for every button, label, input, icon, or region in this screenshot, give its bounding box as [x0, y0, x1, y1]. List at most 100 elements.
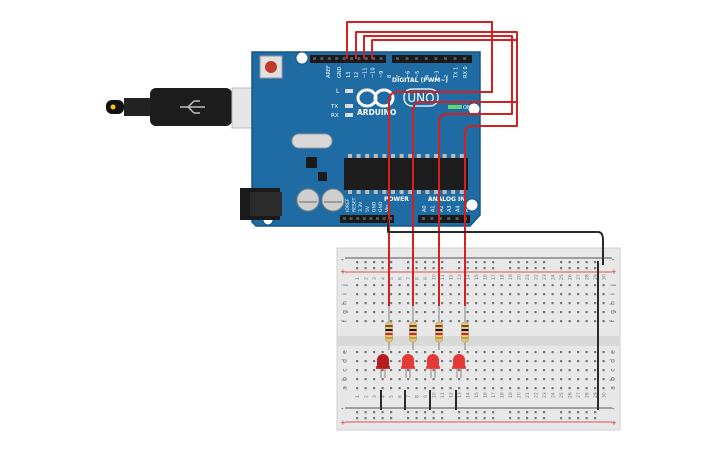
breadboard-hole[interactable] — [432, 378, 435, 381]
header-hole[interactable] — [434, 57, 438, 60]
breadboard-hole[interactable] — [458, 411, 461, 414]
breadboard-hole[interactable] — [381, 369, 384, 372]
breadboard-hole[interactable] — [390, 261, 393, 264]
breadboard-hole[interactable] — [594, 302, 597, 305]
breadboard-hole[interactable] — [551, 284, 554, 287]
breadboard-hole[interactable] — [449, 284, 452, 287]
breadboard-hole[interactable] — [475, 261, 478, 264]
breadboard-hole[interactable] — [585, 378, 588, 381]
breadboard-hole[interactable] — [577, 261, 580, 264]
breadboard-hole[interactable] — [466, 320, 469, 323]
breadboard-hole[interactable] — [424, 387, 427, 390]
breadboard-hole[interactable] — [602, 320, 605, 323]
breadboard-hole[interactable] — [390, 267, 393, 270]
breadboard-hole[interactable] — [500, 284, 503, 287]
resistor[interactable] — [385, 306, 393, 350]
breadboard-hole[interactable] — [356, 369, 359, 372]
breadboard-hole[interactable] — [483, 351, 486, 354]
breadboard-hole[interactable] — [381, 293, 384, 296]
breadboard-hole[interactable] — [551, 311, 554, 314]
breadboard-hole[interactable] — [551, 360, 554, 363]
breadboard-hole[interactable] — [577, 320, 580, 323]
breadboard-hole[interactable] — [551, 387, 554, 390]
breadboard-hole[interactable] — [577, 417, 580, 420]
breadboard-hole[interactable] — [398, 369, 401, 372]
breadboard-hole[interactable] — [594, 378, 597, 381]
breadboard-hole[interactable] — [458, 387, 461, 390]
breadboard-hole[interactable] — [560, 293, 563, 296]
header-hole[interactable] — [382, 217, 386, 220]
breadboard-hole[interactable] — [475, 378, 478, 381]
breadboard-hole[interactable] — [398, 311, 401, 314]
breadboard-hole[interactable] — [475, 411, 478, 414]
breadboard-hole[interactable] — [441, 261, 444, 264]
breadboard-hole[interactable] — [560, 320, 563, 323]
breadboard-hole[interactable] — [594, 351, 597, 354]
breadboard-hole[interactable] — [424, 302, 427, 305]
breadboard-hole[interactable] — [585, 387, 588, 390]
breadboard-hole[interactable] — [509, 261, 512, 264]
header-hole[interactable] — [389, 217, 393, 220]
breadboard-hole[interactable] — [483, 302, 486, 305]
breadboard-hole[interactable] — [543, 267, 546, 270]
breadboard-hole[interactable] — [475, 311, 478, 314]
breadboard-hole[interactable] — [534, 267, 537, 270]
breadboard-hole[interactable] — [560, 378, 563, 381]
breadboard-hole[interactable] — [517, 311, 520, 314]
led[interactable] — [401, 354, 415, 378]
breadboard-hole[interactable] — [356, 378, 359, 381]
breadboard-hole[interactable] — [568, 261, 571, 264]
breadboard-hole[interactable] — [415, 293, 418, 296]
breadboard-hole[interactable] — [407, 267, 410, 270]
breadboard-hole[interactable] — [492, 351, 495, 354]
breadboard-hole[interactable] — [602, 351, 605, 354]
breadboard-hole[interactable] — [373, 387, 376, 390]
breadboard-hole[interactable] — [543, 284, 546, 287]
breadboard-hole[interactable] — [543, 360, 546, 363]
breadboard-hole[interactable] — [500, 387, 503, 390]
breadboard-hole[interactable] — [432, 351, 435, 354]
breadboard-hole[interactable] — [373, 293, 376, 296]
breadboard-hole[interactable] — [424, 369, 427, 372]
breadboard-hole[interactable] — [415, 411, 418, 414]
breadboard-hole[interactable] — [441, 387, 444, 390]
breadboard-hole[interactable] — [364, 378, 367, 381]
wire-pin11[interactable] — [363, 35, 513, 306]
breadboard-hole[interactable] — [466, 411, 469, 414]
led[interactable] — [426, 354, 440, 378]
breadboard-hole[interactable] — [432, 369, 435, 372]
breadboard-hole[interactable] — [517, 320, 520, 323]
breadboard-hole[interactable] — [432, 284, 435, 287]
breadboard-hole[interactable] — [356, 320, 359, 323]
breadboard-hole[interactable] — [517, 351, 520, 354]
breadboard-hole[interactable] — [517, 293, 520, 296]
breadboard-hole[interactable] — [415, 284, 418, 287]
breadboard-hole[interactable] — [398, 378, 401, 381]
breadboard-hole[interactable] — [577, 411, 580, 414]
breadboard-hole[interactable] — [373, 378, 376, 381]
breadboard-hole[interactable] — [560, 302, 563, 305]
breadboard-hole[interactable] — [492, 417, 495, 420]
breadboard-hole[interactable] — [449, 302, 452, 305]
breadboard-hole[interactable] — [492, 378, 495, 381]
breadboard-hole[interactable] — [373, 302, 376, 305]
breadboard-hole[interactable] — [543, 378, 546, 381]
breadboard-hole[interactable] — [364, 284, 367, 287]
breadboard-hole[interactable] — [415, 351, 418, 354]
breadboard-hole[interactable] — [432, 320, 435, 323]
header-hole[interactable] — [379, 57, 383, 60]
breadboard-hole[interactable] — [577, 378, 580, 381]
breadboard-hole[interactable] — [492, 267, 495, 270]
breadboard-hole[interactable] — [594, 261, 597, 264]
breadboard-hole[interactable] — [390, 378, 393, 381]
breadboard-hole[interactable] — [534, 417, 537, 420]
breadboard-hole[interactable] — [483, 293, 486, 296]
breadboard-hole[interactable] — [466, 387, 469, 390]
breadboard-hole[interactable] — [509, 378, 512, 381]
breadboard-hole[interactable] — [364, 417, 367, 420]
breadboard-hole[interactable] — [543, 302, 546, 305]
breadboard-hole[interactable] — [568, 369, 571, 372]
breadboard-hole[interactable] — [475, 293, 478, 296]
breadboard-hole[interactable] — [381, 261, 384, 264]
header-hole[interactable] — [422, 217, 425, 220]
